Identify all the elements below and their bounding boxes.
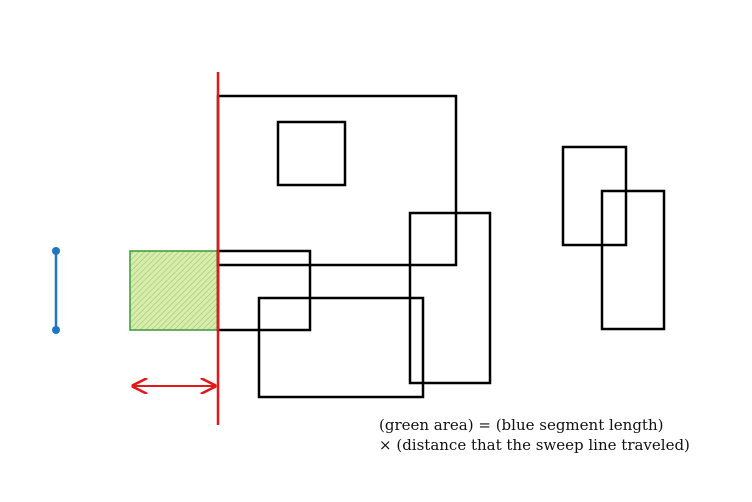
rectangle-right-lower bbox=[600, 189, 666, 331]
rectangle-middle-left bbox=[216, 249, 312, 332]
rectangle-tall-center bbox=[408, 211, 492, 385]
rectangle-bottom-wide bbox=[257, 296, 425, 399]
rectangle-right-upper bbox=[561, 145, 628, 247]
blue-segment bbox=[52, 247, 60, 334]
caption-line-1: (green area) = (blue segment length) bbox=[379, 416, 663, 434]
rectangles-group bbox=[216, 94, 666, 399]
green-swept-area bbox=[129, 250, 219, 331]
blue-segment-bottom-endpoint bbox=[52, 326, 60, 334]
caption-line-2: × (distance that the sweep line traveled… bbox=[379, 436, 690, 454]
rectangle-inner-small bbox=[276, 120, 347, 187]
blue-segment-top-endpoint bbox=[52, 247, 60, 255]
